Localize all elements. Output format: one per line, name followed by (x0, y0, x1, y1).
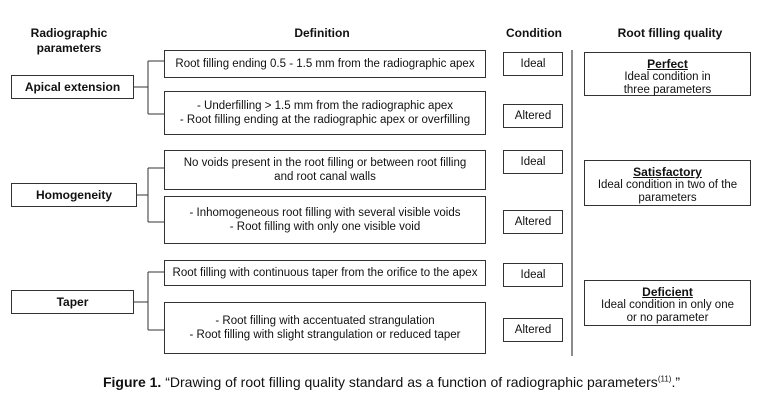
definition-line: - Root filling with only one visible voi… (229, 221, 421, 233)
definition-line: - Root filling with accentuated strangul… (215, 315, 435, 327)
parameter-apical-extension: Apical extension (11, 75, 134, 99)
quality-deficient-box: Deficient Ideal condition in only one or… (584, 280, 751, 326)
quality-description: Ideal condition in three parameters (623, 71, 712, 96)
header-definition: Definition (294, 26, 350, 40)
definition-text: Root filling ending 0.5 - 1.5 mm from th… (175, 58, 475, 70)
definition-taper-altered: - Root filling with accentuated strangul… (164, 302, 486, 354)
definition-text: Root filling with continuous taper from … (172, 267, 478, 279)
caption-label: Figure 1. (102, 374, 162, 390)
caption-end: .” (671, 374, 681, 390)
condition-taper-altered: Altered (503, 318, 563, 342)
condition-apical-ideal: Ideal (503, 52, 563, 76)
parameter-homogeneity: Homogeneity (11, 183, 137, 207)
quality-title: Satisfactory (633, 165, 702, 179)
condition-homogeneity-ideal: Ideal (503, 150, 563, 174)
definition-homogeneity-altered: - Inhomogeneous root filling with severa… (164, 196, 486, 244)
definition-line: - Root filling ending at the radiographi… (179, 114, 471, 126)
definition-line: and root canal walls (274, 171, 376, 183)
quality-title: Deficient (642, 285, 693, 299)
quality-description: Ideal condition in only one or no parame… (601, 299, 734, 324)
caption-text: “Drawing of root filling quality standar… (161, 374, 658, 390)
definition-apical-altered: - Underfilling > 1.5 mm from the radiogr… (164, 91, 486, 135)
quality-title: Perfect (647, 57, 688, 71)
connector-lines (134, 50, 573, 356)
definition-apical-ideal: Root filling ending 0.5 - 1.5 mm from th… (164, 50, 486, 78)
header-parameters: Radiographic parameters (30, 26, 108, 55)
condition-homogeneity-altered: Altered (503, 210, 563, 234)
definition-line: No voids present in the root filling or … (183, 157, 467, 169)
definition-line: - Inhomogeneous root filling with severa… (189, 207, 461, 219)
quality-description: Ideal condition in two of the parameters (597, 179, 738, 204)
condition-taper-ideal: Ideal (503, 263, 563, 287)
definition-line: - Underfilling > 1.5 mm from the radiogr… (197, 100, 453, 112)
condition-apical-altered: Altered (503, 104, 563, 128)
header-condition: Condition (506, 26, 562, 40)
definition-line: - Root filling with slight strangulation… (189, 329, 461, 341)
definition-taper-ideal: Root filling with continuous taper from … (164, 260, 486, 286)
parameter-taper: Taper (11, 290, 134, 314)
definition-homogeneity-ideal: No voids present in the root filling or … (164, 150, 486, 190)
quality-perfect-box: Perfect Ideal condition in three paramet… (584, 52, 751, 96)
header-quality: Root filling quality (617, 26, 723, 40)
quality-satisfactory-box: Satisfactory Ideal condition in two of t… (584, 160, 751, 206)
figure-caption: Figure 1. “Drawing of root filling quali… (0, 374, 783, 390)
caption-reference: (11) (657, 374, 672, 384)
